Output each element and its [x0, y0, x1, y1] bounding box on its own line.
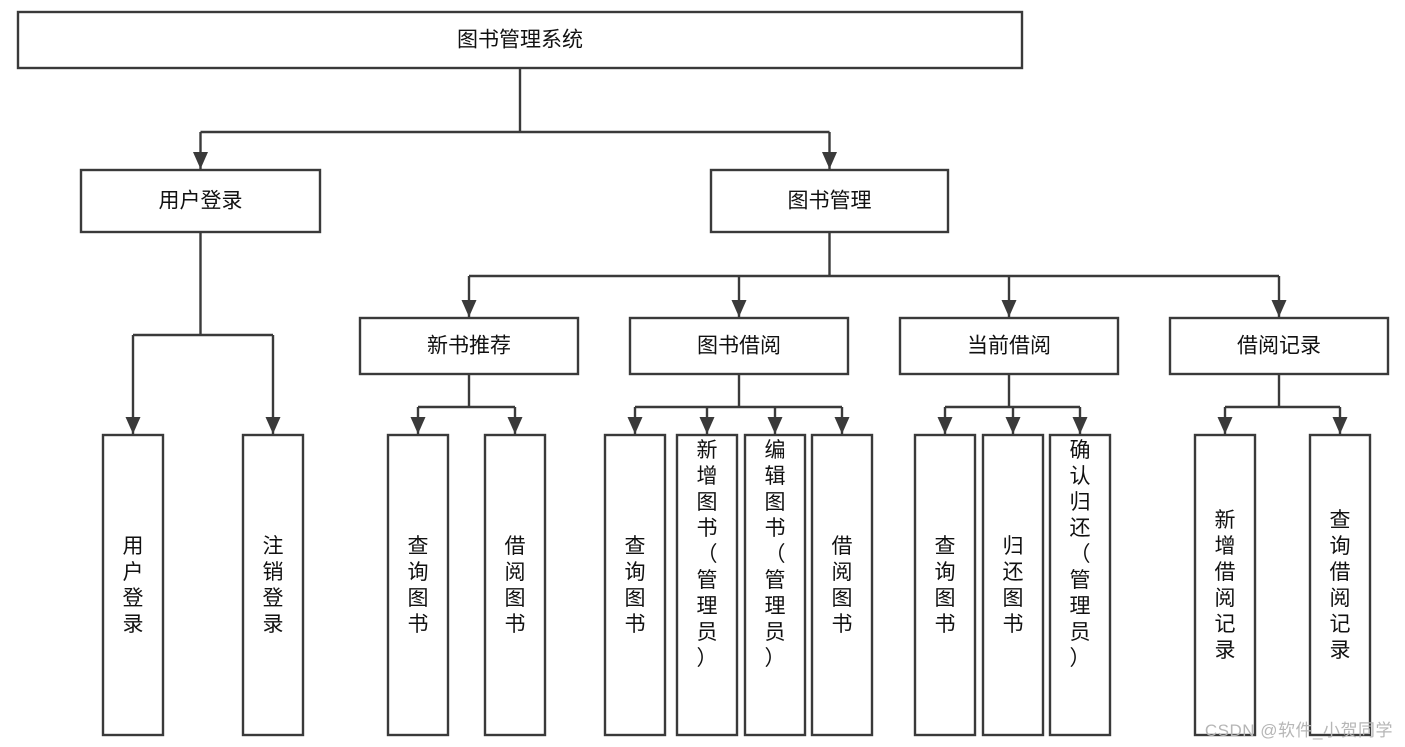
boxes-layer: 图书管理系统用户登录图书管理新书推荐图书借阅当前借阅借阅记录用户登录注销登录查询…: [16, 10, 1390, 737]
arrow-head-icon: [461, 300, 477, 317]
node-label: 新书推荐: [427, 335, 511, 358]
leaf-0-用户登录[interactable]: 用户登录: [101, 433, 165, 737]
node-rect: [898, 316, 1120, 376]
node-label: 新增图书（管理员）: [697, 439, 718, 670]
leaf-6-编辑图书管理员[interactable]: 编辑图书（管理员）: [743, 433, 807, 737]
node-rect: [1048, 433, 1112, 737]
node-label: 查询借阅记录: [1330, 509, 1351, 662]
arrow-head-icon: [193, 152, 208, 169]
node-label: 查询图书: [935, 535, 956, 636]
leaf-1-注销登录[interactable]: 注销登录: [241, 433, 305, 737]
node-rect: [810, 433, 874, 737]
arrow-head-icon: [507, 417, 523, 434]
node-rect: [913, 433, 977, 737]
node-label: 新增借阅记录: [1215, 509, 1236, 662]
node-label: 归还图书: [1003, 535, 1024, 636]
arrow-head-icon: [627, 417, 643, 434]
leaf-5-新增图书管理员[interactable]: 新增图书（管理员）: [675, 433, 739, 737]
node-rect: [358, 316, 580, 376]
leaf-11-新增借阅记录[interactable]: 新增借阅记录: [1193, 433, 1257, 737]
node-label: 当前借阅: [967, 335, 1051, 358]
leaf-7-借阅图书[interactable]: 借阅图书: [810, 433, 874, 737]
node-label: 图书管理系统: [457, 29, 583, 52]
node-rect: [1193, 433, 1257, 737]
node-rect: [743, 433, 807, 737]
node-label: 用户登录: [123, 535, 144, 636]
arrow-head-icon: [731, 300, 747, 317]
node-rect: [603, 433, 667, 737]
node-level3-借阅记录[interactable]: 借阅记录: [1168, 316, 1390, 376]
node-label: 编辑图书（管理员）: [765, 439, 786, 670]
node-rect: [628, 316, 850, 376]
arrow-head-icon: [1072, 417, 1088, 434]
node-rect: [709, 168, 950, 234]
node-label: 借阅图书: [505, 535, 526, 636]
arrow-head-icon: [125, 417, 141, 434]
arrow-head-icon: [767, 417, 783, 434]
node-label: 查询图书: [625, 535, 646, 636]
node-图书管理系统[interactable]: 图书管理系统: [16, 10, 1024, 70]
node-label: 借阅记录: [1237, 335, 1321, 358]
leaf-9-归还图书[interactable]: 归还图书: [981, 433, 1045, 737]
arrow-head-icon: [1271, 300, 1287, 317]
arrow-head-icon: [1332, 417, 1348, 434]
arrow-head-icon: [410, 417, 426, 434]
node-label: 图书管理: [788, 190, 872, 213]
connectors-layer: [125, 68, 1348, 434]
leaf-8-查询图书[interactable]: 查询图书: [913, 433, 977, 737]
node-label: 查询图书: [408, 535, 429, 636]
arrow-head-icon: [1001, 300, 1017, 317]
arrow-head-icon: [834, 417, 850, 434]
node-level3-图书借阅[interactable]: 图书借阅: [628, 316, 850, 376]
node-label: 确认归还（管理员）: [1070, 439, 1091, 670]
node-level2-图书管理[interactable]: 图书管理: [709, 168, 950, 234]
leaf-3-借阅图书[interactable]: 借阅图书: [483, 433, 547, 737]
arrow-head-icon: [937, 417, 953, 434]
node-level3-当前借阅[interactable]: 当前借阅: [898, 316, 1120, 376]
node-rect: [483, 433, 547, 737]
node-rect: [386, 433, 450, 737]
node-label: 图书借阅: [697, 335, 781, 358]
arrow-head-icon: [699, 417, 715, 434]
node-label: 借阅图书: [832, 535, 853, 636]
node-rect: [79, 168, 322, 234]
node-label: 用户登录: [159, 190, 243, 213]
node-rect: [1168, 316, 1390, 376]
leaf-2-查询图书[interactable]: 查询图书: [386, 433, 450, 737]
arrow-head-icon: [1005, 417, 1021, 434]
node-rect: [16, 10, 1024, 70]
leaf-10-确认归还管理员[interactable]: 确认归还（管理员）: [1048, 433, 1112, 737]
node-level3-新书推荐[interactable]: 新书推荐: [358, 316, 580, 376]
arrow-head-icon: [265, 417, 281, 434]
node-rect: [101, 433, 165, 737]
arrow-head-icon: [822, 152, 837, 169]
node-label: 注销登录: [263, 535, 284, 636]
node-rect: [1308, 433, 1372, 737]
node-rect: [981, 433, 1045, 737]
node-rect: [241, 433, 305, 737]
node-rect: [675, 433, 739, 737]
leaf-4-查询图书[interactable]: 查询图书: [603, 433, 667, 737]
leaf-12-查询借阅记录[interactable]: 查询借阅记录: [1308, 433, 1372, 737]
node-level2-用户登录[interactable]: 用户登录: [79, 168, 322, 234]
arrow-head-icon: [1217, 417, 1233, 434]
